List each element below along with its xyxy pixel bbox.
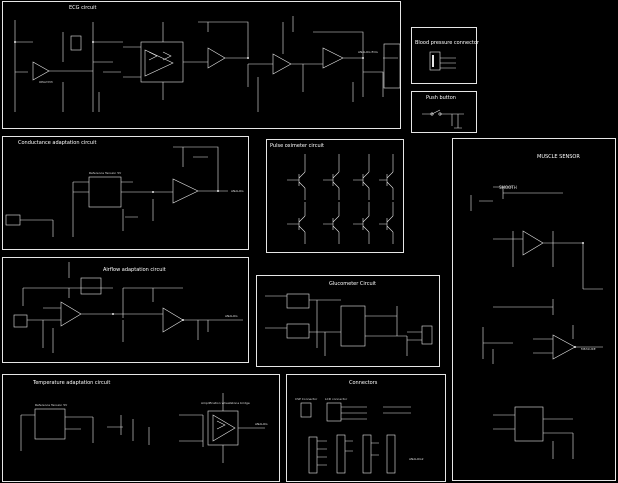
push-button-title: Push button [426,95,456,101]
conductance-output-label: ANALOG [231,189,244,193]
pulse-oximeter-schematic [287,154,394,244]
muscle-output-label: MEASURE [581,347,596,351]
ecg-title: ECG circuit [69,5,97,11]
connectors-title: Connectors [349,380,378,386]
temperature-bridge-label: Amplification wheatstone bridge [201,401,250,405]
ecg-output-label: ANALOG ECG [358,50,378,54]
glucometer-panel: Glucometer Circuit [256,275,440,367]
ecg-schematic [14,16,401,112]
pulse-oximeter-panel: Pulse oximeter circuit [266,139,404,253]
transistor-grid [287,154,394,244]
blood-pressure-connector [429,51,456,71]
muscle-smooth-label: SMOOTH [499,185,517,190]
muscle-sensor-panel: MUSCLE SENSOR SMOOTH MEASURE [452,138,616,481]
analog-lcd-label: ANALOG2 [409,457,424,461]
muscle-sensor-title: MUSCLE SENSOR [537,154,580,160]
glucometer-schematic [265,293,433,356]
muscle-sensor-schematic [470,186,603,459]
glucometer-title: Glucometer Circuit [329,281,376,287]
airflow-output-label: ANALOG [225,314,238,318]
lcd-connector-label: LCD connector [325,397,348,401]
conductance-ref-label: Reference Tension 5V [89,171,122,175]
airflow-title: Airflow adaptation circuit [103,267,166,273]
temperature-title: Temperature adaptation circuit [33,380,111,386]
connectors-panel: Connectors CSP Connector LCD connector A… [286,374,446,482]
temperature-output-label: ANALOG [255,422,268,426]
ecg-opamp-label: OPA2333 [39,80,53,84]
connectors-schematic [300,402,411,474]
temperature-schematic [20,393,265,463]
push-button-panel: Push button [411,91,477,133]
temperature-ref-label: Reference Tension 5V [35,403,68,407]
airflow-schematic [13,262,243,353]
ecg-panel: ECG circuit OPA2333 ANALOG ECG [2,1,401,129]
blood-pressure-panel: Blood pressure connector [411,27,479,84]
airflow-panel: Airflow adaptation circuit ANALOG [2,257,249,363]
csp-connector-label: CSP Connector [295,397,318,401]
conductance-title: Conductance adaptation circuit [18,140,97,146]
pulse-oximeter-title: Pulse oximeter circuit [270,143,324,149]
blood-pressure-title: Blood pressure connector [415,40,479,46]
conductance-schematic [5,146,228,237]
temperature-panel: Temperature adaptation circuit Reference… [2,374,280,482]
conductance-panel: Conductance adaptation circuit Reference… [2,136,249,250]
push-button-schematic [422,109,464,129]
